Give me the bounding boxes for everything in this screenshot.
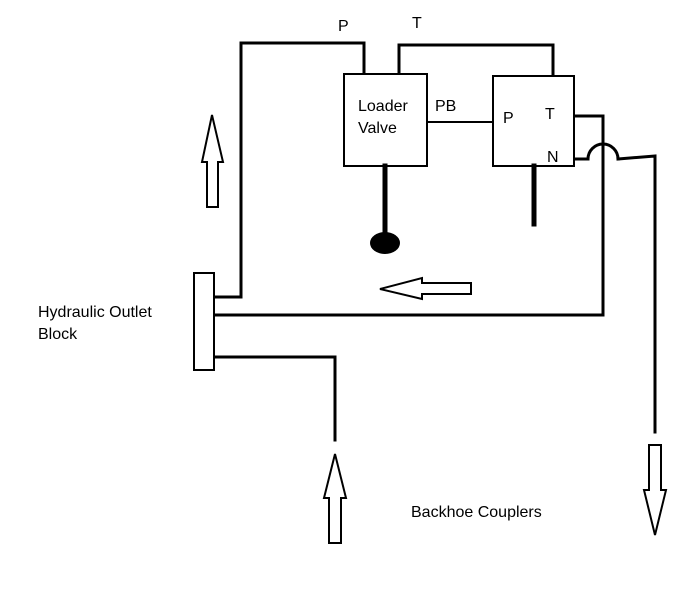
label-outlet-block-1: Hydraulic Outlet (38, 304, 152, 321)
up-arrow-coupler (322, 453, 348, 544)
label-backhoe-couplers: Backhoe Couplers (411, 504, 542, 521)
n-line (616, 154, 657, 434)
up-arrow-left (200, 114, 225, 208)
label-second-valve-t: T (545, 106, 555, 123)
pressure-line (213, 41, 366, 299)
label-pb: PB (435, 98, 456, 115)
label-loader-valve-2: Valve (358, 120, 397, 137)
outlet-block (193, 272, 215, 371)
coupler-supply-line (213, 355, 337, 442)
down-arrow-coupler (642, 444, 668, 536)
return-line (213, 114, 605, 317)
label-loader-valve-1: Loader (358, 98, 408, 115)
label-second-valve-n: N (547, 149, 559, 166)
second-valve-box (492, 75, 575, 167)
label-p-top: P (338, 18, 349, 35)
label-second-valve-p: P (503, 110, 514, 127)
loader-valve-box (343, 73, 428, 167)
crossover-hop (586, 142, 620, 161)
left-arrow-return (379, 276, 472, 301)
label-outlet-block-2: Block (38, 326, 78, 343)
tank-line (397, 43, 555, 78)
label-t-top: T (412, 15, 422, 32)
loader-valve-knob (370, 232, 400, 254)
